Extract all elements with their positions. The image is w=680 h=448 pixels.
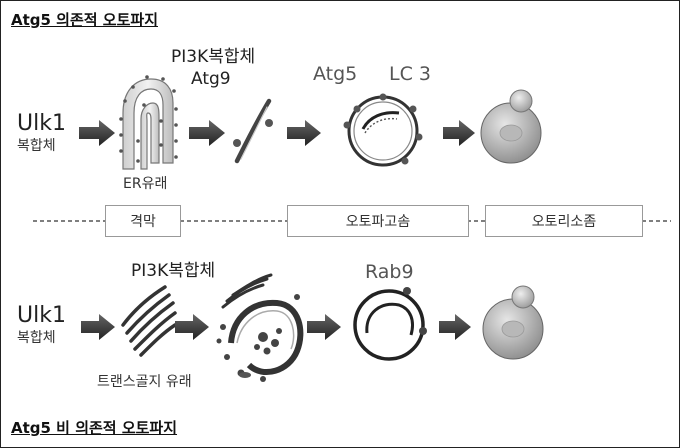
- ulk1-label-bottom: Ulk1: [17, 303, 66, 328]
- ulk1-sub-label-top: 복합체: [17, 138, 56, 154]
- er-label: ER유래: [123, 176, 168, 192]
- arrow-bottom-4: [439, 314, 471, 340]
- arrow-top-4: [443, 120, 475, 146]
- autolysosome-bottom: [482, 285, 544, 360]
- ulk1-label-top: Ulk1: [17, 111, 66, 136]
- title-atg5-dependent: Atg5 의존적 오토파지: [11, 11, 158, 29]
- stage-autolysosome: 오토리소좀: [485, 205, 643, 237]
- ulk1-sub-label-bottom: 복합체: [17, 330, 56, 346]
- golgi-stacks: [121, 285, 177, 357]
- pi3k-label-bottom: PI3K복합체: [131, 261, 216, 281]
- er-structure: [119, 75, 178, 170]
- trans-golgi-label: 트랜스골지 유래: [97, 374, 192, 390]
- arrow-top-2: [189, 120, 225, 146]
- autophagosome-top: [343, 93, 423, 167]
- arrow-bottom-2: [175, 314, 209, 340]
- autophagosome-bottom: [353, 287, 427, 361]
- atg5-label: Atg5: [313, 63, 358, 85]
- autolysosome-top: [480, 89, 542, 164]
- trans-golgi-membrane: [216, 273, 304, 382]
- isolation-membrane: [233, 98, 273, 164]
- stage-autophagosome: 오토파고솜: [287, 205, 469, 237]
- pi3k-label-top: PI3K복합체: [171, 47, 256, 67]
- atg9-label: Atg9: [191, 69, 231, 89]
- stage-phagophore: 격막: [105, 205, 181, 237]
- rab9-label: Rab9: [365, 261, 414, 283]
- arrow-bottom-3: [307, 314, 341, 340]
- arrow-bottom-1: [81, 314, 115, 340]
- title-atg5-independent: Atg5 비 의존적 오토파지: [11, 419, 178, 437]
- arrow-top-3: [287, 120, 321, 146]
- lc3-label: LC 3: [389, 63, 431, 85]
- arrow-top-1: [79, 120, 115, 146]
